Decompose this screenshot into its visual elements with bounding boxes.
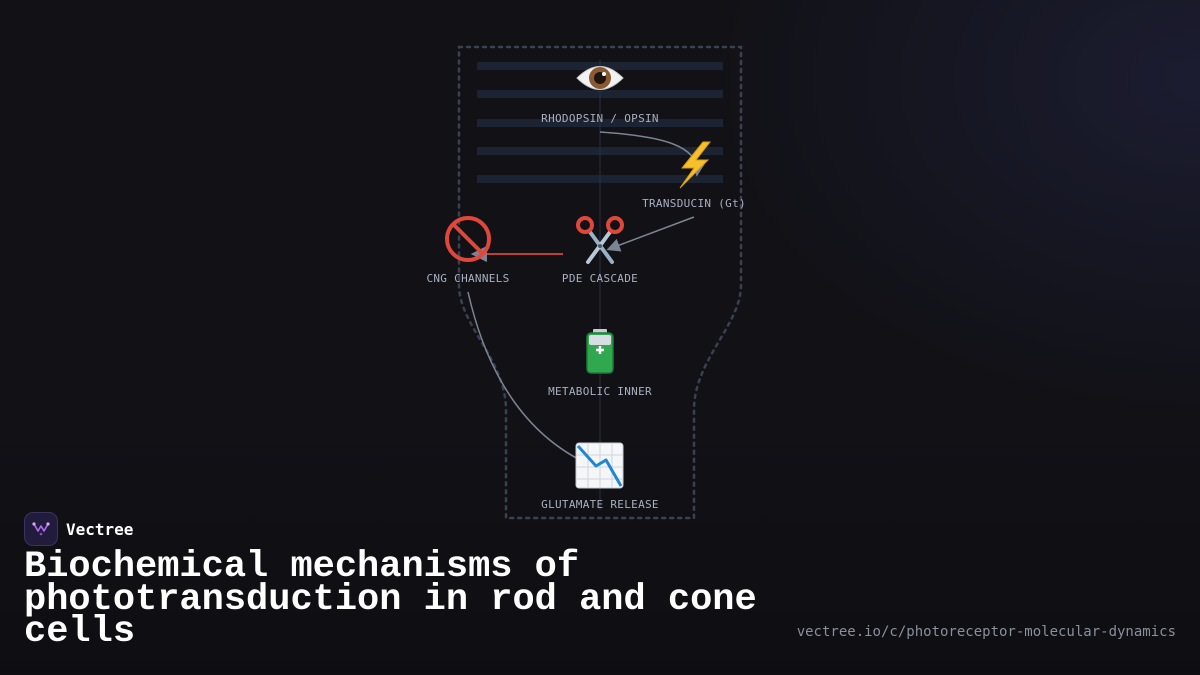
- node-glutamate: GLUTAMATE RELEASE: [541, 442, 659, 511]
- node-label: CNG CHANNELS: [426, 272, 509, 285]
- edge-cng-glutamate: [467, 291, 598, 470]
- brand-name: Vectree: [66, 519, 134, 539]
- chart-decreasing-icon: [575, 442, 624, 489]
- node-cng: CNG CHANNELS: [426, 216, 509, 285]
- node-label: PDE CASCADE: [562, 272, 638, 285]
- lightning-icon: [679, 141, 712, 189]
- vectree-logo-icon: [24, 512, 58, 546]
- page-title: Biochemical mechanisms of phototransduct…: [24, 546, 757, 653]
- node-label: TRANSDUCIN (Gt): [642, 197, 746, 210]
- node-label: RHODOPSIN / OPSIN: [541, 112, 659, 125]
- node-label: GLUTAMATE RELEASE: [541, 498, 659, 511]
- scissors-icon: [576, 216, 624, 264]
- cell-outline: [457, 45, 743, 520]
- battery-icon: [586, 329, 614, 374]
- node-metabolic: METABOLIC INNER: [548, 329, 652, 398]
- brand: Vectree: [24, 512, 133, 546]
- node-pde: PDE CASCADE: [562, 216, 638, 285]
- source-url[interactable]: vectree.io/c/photoreceptor-molecular-dyn…: [796, 624, 1176, 640]
- node-transducin: TRANSDUCIN (Gt): [642, 141, 746, 210]
- prohibited-icon: [445, 216, 491, 262]
- edge-transducin-pde: [606, 216, 695, 252]
- node-rhodopsin: RHODOPSIN / OPSIN: [541, 66, 659, 125]
- node-label: METABOLIC INNER: [548, 385, 652, 398]
- eye-icon: [576, 66, 624, 90]
